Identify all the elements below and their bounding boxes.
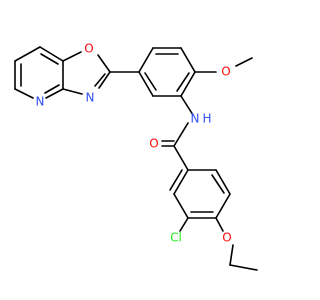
bond: [229, 244, 234, 266]
bond: [169, 169, 183, 191]
bond: [97, 54, 111, 73]
bond: [40, 53, 59, 65]
bond: [211, 174, 225, 194]
ethoxy-oxygen-label: O: [222, 231, 231, 245]
bond: [138, 47, 154, 73]
bond: [144, 72, 157, 91]
bond: [215, 193, 231, 219]
bond: [173, 169, 189, 195]
amide-hydrogen-label: H: [202, 112, 211, 126]
bond: [176, 72, 190, 92]
bond: [229, 264, 258, 271]
pyridine-ring: [14, 46, 64, 99]
bond: [215, 169, 231, 195]
methoxy-oxygen-label: O: [221, 65, 230, 79]
bottom-benzene-ring: [169, 145, 231, 219]
oxazole-oxygen-label: O: [84, 42, 93, 56]
bond: [180, 47, 196, 73]
molecule-structure: O N N O N H O Cl O: [14, 42, 258, 271]
bond: [14, 88, 34, 99]
pyridine-nitrogen-label: N: [36, 95, 45, 109]
bond: [45, 88, 64, 99]
bond: [14, 46, 41, 62]
bond: [215, 217, 224, 232]
oxazole-nitrogen-label: N: [86, 91, 95, 105]
bond: [173, 122, 189, 147]
bond: [173, 145, 189, 171]
bond: [138, 71, 154, 97]
molecule-canvas: O N N O N H O Cl O: [14, 41, 258, 271]
bond: [180, 71, 196, 97]
bond: [173, 193, 189, 219]
bond: [180, 95, 194, 116]
bond: [98, 71, 111, 89]
bond: [62, 51, 82, 62]
amide-nitrogen-label: N: [191, 112, 200, 126]
bond: [94, 73, 106, 87]
bond: [179, 217, 189, 232]
central-benzene-ring: [138, 47, 196, 97]
bond: [44, 84, 60, 94]
bond: [235, 57, 253, 67]
carbonyl-oxygen-label: O: [149, 137, 158, 151]
bond: [62, 88, 83, 95]
chlorine-label: Cl: [170, 231, 182, 245]
bond: [39, 46, 64, 62]
oxazole-ring: [62, 51, 111, 95]
